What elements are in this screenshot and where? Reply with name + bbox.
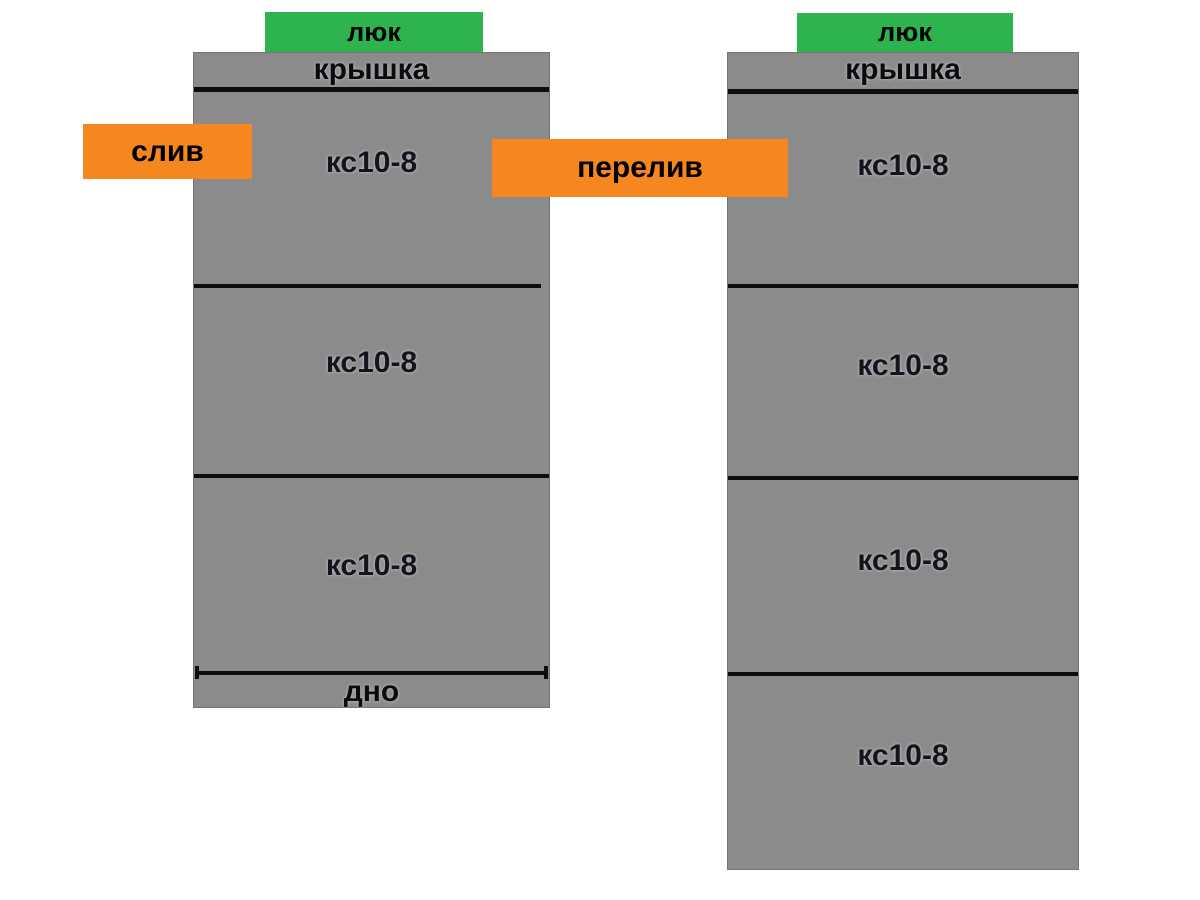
right-well-ring-label: кс10-8 [857, 349, 949, 382]
bottom-line-right-cap [544, 666, 548, 679]
ring-divider [728, 476, 1078, 480]
drain-pipe-label: слив [131, 134, 204, 168]
left-well-ring-label: кс10-8 [325, 146, 418, 179]
bottom-line [195, 666, 548, 679]
lid-line [728, 89, 1078, 94]
right-well-lid-label: крышка [845, 53, 961, 86]
bottom-line-left-cap [195, 666, 199, 679]
right-well-ring-label: кс10-8 [857, 544, 949, 577]
left-well-ring-label: кс10-8 [325, 346, 418, 379]
overflow-pipe-label: перелив [577, 151, 703, 184]
ring-divider [728, 672, 1078, 676]
lid-line [194, 87, 549, 92]
left-well-hatch: люк [265, 12, 483, 52]
right-well-hatch: люк [797, 13, 1013, 52]
left-well-bottom-label: дно [343, 675, 400, 708]
right-well-ring-label: кс10-8 [857, 149, 949, 182]
drain-pipe: слив [83, 124, 252, 179]
left-well-body: крышка кс10-8 кс10-8 кс10-8 дно [193, 52, 550, 708]
ring-divider [194, 284, 541, 288]
left-well-hatch-label: люк [347, 16, 401, 47]
left-well-lid-label: крышка [313, 53, 430, 86]
overflow-pipe: перелив [492, 139, 788, 197]
ring-divider [194, 474, 549, 478]
left-well-ring-label: кс10-8 [325, 549, 418, 582]
ring-divider [728, 284, 1078, 288]
right-well-hatch-label: люк [878, 17, 932, 47]
right-well-ring-label: кс10-8 [857, 739, 949, 772]
